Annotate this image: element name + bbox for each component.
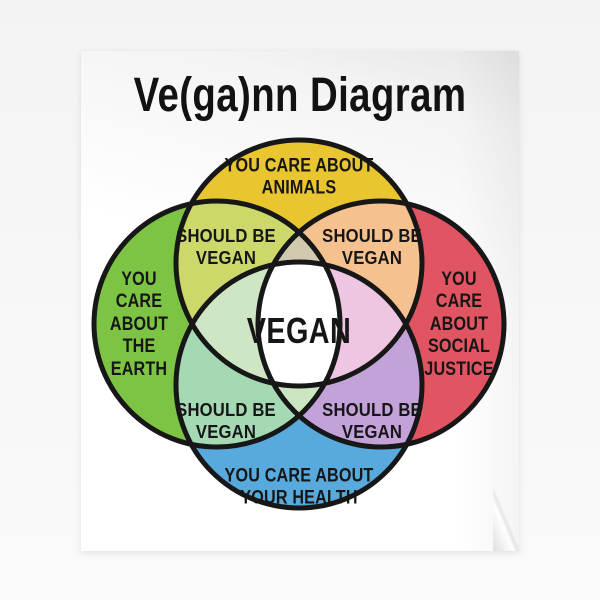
poster: Ve(ga)nn Diagram [81, 51, 519, 551]
social-justice-label: YOU CARE ABOUT SOCIAL JUSTICE [424, 268, 494, 380]
overlap-animals-justice-label: SHOULD BE VEGAN [322, 225, 422, 268]
earth-circle-outline [91, 198, 343, 450]
overlap-justice-health-label: SHOULD BE VEGAN [322, 399, 422, 442]
health-circle-outline [173, 259, 425, 511]
animals-circle-outline [173, 137, 425, 389]
overlap-animals-earth-label: SHOULD BE VEGAN [176, 225, 276, 268]
poster-title: Ve(ga)nn Diagram [133, 69, 467, 122]
venn-diagram [91, 137, 507, 511]
animals-label: YOU CARE ABOUT ANIMALS [224, 155, 374, 199]
vegan-center-label: VEGAN [246, 309, 352, 351]
health-label: YOU CARE ABOUT YOUR HEALTH [224, 465, 374, 509]
social-justice-circle-outline [255, 198, 507, 450]
overlap-earth-health-label: SHOULD BE VEGAN [176, 399, 276, 442]
earth-label: YOU CARE ABOUT THE EARTH [109, 268, 169, 380]
